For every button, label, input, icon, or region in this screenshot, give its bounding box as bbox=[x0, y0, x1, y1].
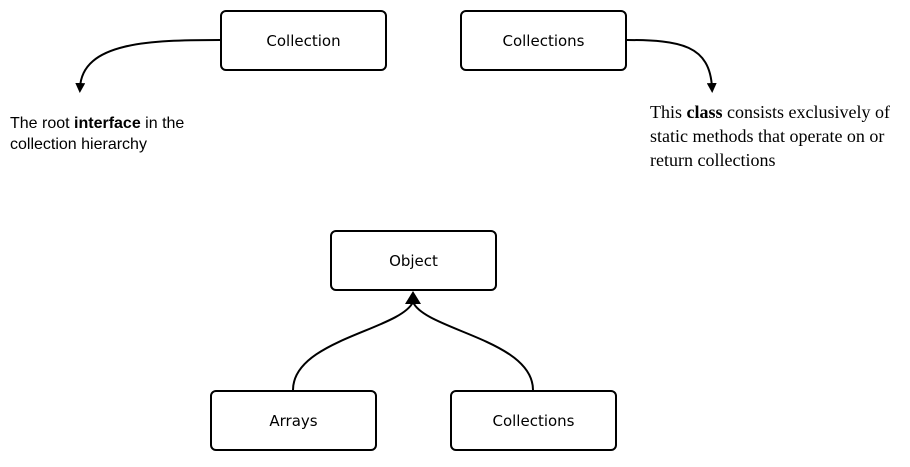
collections-node-bottom: Collections bbox=[450, 390, 617, 451]
collection-node: Collection bbox=[220, 10, 387, 71]
arrays-to-object-edge bbox=[292, 301, 414, 391]
collection-description: The root interface in the collection hie… bbox=[10, 113, 250, 155]
collection-to-note-arrow bbox=[75, 39, 221, 93]
collections-description-bold: class bbox=[686, 102, 723, 122]
collections-to-object-edge bbox=[412, 301, 534, 391]
collections-description: This class consists exclusively of stati… bbox=[650, 100, 905, 172]
collection-description-pre: The root bbox=[10, 115, 75, 132]
collections-node-top-label: Collections bbox=[502, 31, 585, 50]
object-node-label: Object bbox=[389, 251, 438, 270]
arrays-node-label: Arrays bbox=[269, 411, 318, 430]
collection-node-label: Collection bbox=[266, 31, 341, 50]
inheritance-arrowhead bbox=[405, 291, 421, 304]
collection-description-bold: interface bbox=[74, 115, 141, 132]
collection-description-post: in the collection hierarchy bbox=[10, 115, 185, 153]
collections-to-note-arrow bbox=[626, 39, 717, 93]
collections-description-pre: This bbox=[650, 102, 687, 122]
collections-description-post: consists exclusively of static methods t… bbox=[650, 102, 890, 170]
collections-node-top: Collections bbox=[460, 10, 627, 71]
collections-node-bottom-label: Collections bbox=[492, 411, 575, 430]
arrays-node: Arrays bbox=[210, 390, 377, 451]
object-node: Object bbox=[330, 230, 497, 291]
